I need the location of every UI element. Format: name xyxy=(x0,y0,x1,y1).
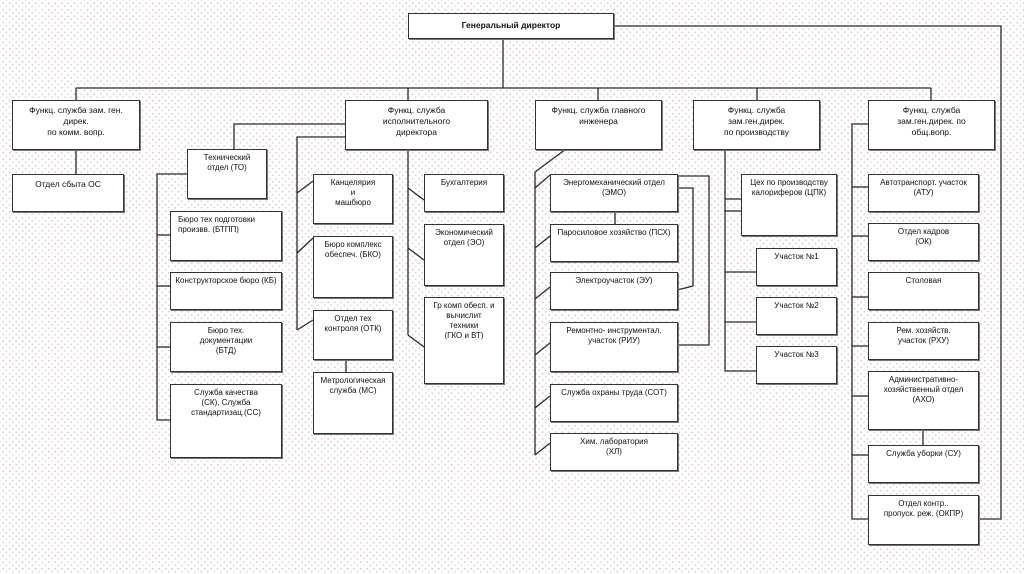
node-to[interactable]: Технический отдел (ТО) xyxy=(187,149,267,199)
node-hl[interactable]: Хим. лаборатория (ХЛ) xyxy=(550,433,678,471)
node-eo[interactable]: Экономический отдел (ЭО) xyxy=(424,224,504,286)
node-emo[interactable]: Энергомеханический отдел (ЭМО) xyxy=(550,174,678,212)
node-aho[interactable]: Административно- хозяйственный отдел (АХ… xyxy=(868,371,979,430)
node-otk[interactable]: Отдел тех контроля (ОТК) xyxy=(313,310,393,360)
node-u2[interactable]: Участок №2 xyxy=(756,297,837,335)
connector-root-okpr xyxy=(613,25,1002,520)
node-sbyt[interactable]: Отдел сбыта ОС xyxy=(12,174,124,212)
node-okpr[interactable]: Отдел контр.. пропуск. реж. (ОКПР) xyxy=(868,495,979,545)
node-ms[interactable]: Метрологическая служба (МС) xyxy=(313,372,393,434)
node-buh[interactable]: Бухгалтерия xyxy=(424,174,504,212)
node-cpk[interactable]: Цех по производству калориферов (ЦПК) xyxy=(741,174,837,236)
node-u1[interactable]: Участок №1 xyxy=(756,248,837,286)
node-executive-director[interactable]: Функц. служба исполнительного директора xyxy=(345,100,488,150)
node-stol[interactable]: Столовая xyxy=(868,272,979,310)
node-deputy-general[interactable]: Функц. служба зам.ген.дирек. по общ.вопр… xyxy=(868,100,995,150)
node-su[interactable]: Служба уборки (СУ) xyxy=(868,445,979,483)
node-bko[interactable]: Бюро комплекс обеспеч. (БКО) xyxy=(313,236,393,298)
node-u3[interactable]: Участок №3 xyxy=(756,346,837,384)
node-deputy-commercial[interactable]: Функц. служба зам. ген. дирек. по комм. … xyxy=(12,100,140,150)
node-sot[interactable]: Служба охраны труда (СОТ) xyxy=(550,384,678,422)
node-atu[interactable]: Автотранспорт. участок (АТУ) xyxy=(868,174,979,212)
node-chief-engineer[interactable]: Функц. служба главного инженера xyxy=(535,100,662,150)
node-deputy-production[interactable]: Функц. служба зам.ген.дирек. по производ… xyxy=(693,100,820,150)
node-sk[interactable]: Служба качества (СК), Служба стандартиза… xyxy=(170,384,282,458)
node-gko[interactable]: Гр комп обесп. и вычислит техники (ГКО и… xyxy=(424,297,504,384)
node-kb[interactable]: Конструкторское бюро (КБ) xyxy=(170,272,282,310)
node-rhu[interactable]: Рем. хозяйств. участок (РХУ) xyxy=(868,322,979,360)
node-riu[interactable]: Ремонтно- инструментал. участок (РИУ) xyxy=(550,322,678,372)
node-psh[interactable]: Паросиловое хозяйство (ПСХ) xyxy=(550,224,678,262)
node-general-director[interactable]: Генеральный директор xyxy=(408,13,614,39)
node-ok[interactable]: Отдел кадров (ОК) xyxy=(868,223,979,261)
node-btd[interactable]: Бюро тех. документации (БТД) xyxy=(170,322,282,372)
node-kanc[interactable]: Канцелярия и машбюро xyxy=(313,174,393,224)
node-eu[interactable]: Электроучасток (ЭУ) xyxy=(550,272,678,310)
node-btpp[interactable]: Бюро тех подготовки произвв. (БТПП) xyxy=(170,211,282,261)
